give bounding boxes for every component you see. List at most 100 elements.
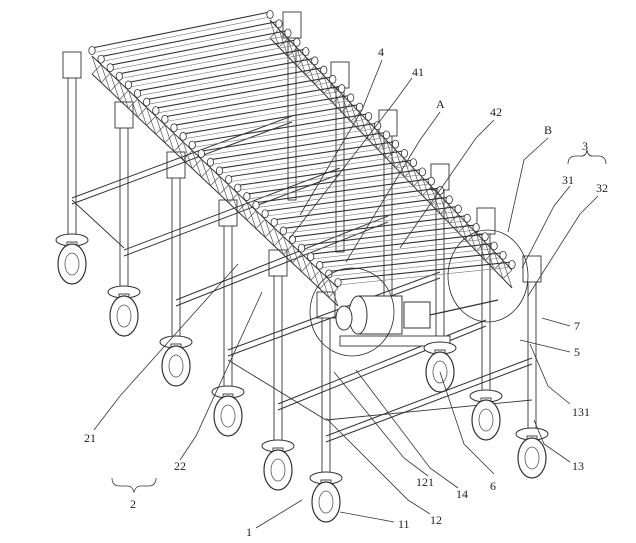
label-2: 2	[130, 497, 136, 511]
roller	[337, 261, 513, 281]
roller	[110, 29, 289, 66]
leg-bracket	[62, 51, 82, 79]
roller-end	[170, 123, 178, 133]
roller-shadow	[155, 81, 333, 114]
leader-13	[533, 419, 571, 463]
scissor-link	[359, 121, 369, 131]
scissor-link	[219, 184, 229, 195]
label-3: 3	[582, 139, 588, 153]
roller-shadow	[119, 44, 297, 80]
roller-end	[270, 217, 278, 227]
leader-21	[93, 263, 239, 431]
roller-end	[143, 97, 151, 107]
drive-motor-assembly	[335, 295, 499, 347]
scissor-link	[422, 186, 432, 196]
frame-rail	[91, 73, 339, 307]
label-5: 5	[574, 345, 580, 359]
label-a: A	[436, 97, 445, 111]
leader-4	[299, 59, 383, 216]
scissor-link	[332, 93, 342, 104]
roller	[137, 57, 315, 92]
leader-12	[325, 417, 431, 515]
roller-end	[481, 232, 489, 242]
scissor-link	[128, 98, 138, 109]
caster-wheel	[213, 395, 243, 437]
roller	[292, 215, 468, 238]
scissor-link	[146, 115, 157, 126]
roller-end	[266, 10, 274, 19]
roller	[155, 76, 333, 109]
roller-shadow	[183, 109, 360, 140]
roller	[146, 67, 324, 101]
caster-hub	[220, 404, 236, 428]
scissor-link	[328, 287, 339, 298]
roller-shadow	[237, 164, 414, 191]
caster-hub	[116, 304, 132, 328]
label-14: 14	[456, 487, 468, 501]
cross-bar	[71, 121, 293, 205]
leader-7	[541, 317, 571, 327]
label-22: 22	[174, 459, 186, 473]
roller-end	[329, 74, 337, 84]
frame-rail	[91, 55, 339, 289]
scissor-link	[350, 112, 360, 122]
scissor-link	[246, 210, 257, 221]
conveyor-frame	[91, 19, 513, 307]
roller-shadow	[110, 35, 288, 71]
roller-shadow	[146, 72, 324, 105]
scissor-link	[319, 279, 330, 290]
roller-end	[307, 252, 315, 262]
scissor-link	[182, 150, 193, 161]
roller-end	[188, 140, 196, 150]
scissor-link	[413, 177, 423, 187]
roller	[210, 131, 387, 161]
caster-hub	[270, 458, 286, 482]
leader-5	[519, 339, 571, 353]
cross-bar	[277, 319, 487, 405]
scissor-link	[296, 56, 307, 67]
roller-end	[418, 167, 426, 177]
label-131: 131	[572, 405, 590, 419]
leg-bracket	[522, 255, 542, 283]
leg-post	[119, 109, 129, 301]
roller-end	[373, 121, 382, 131]
roller	[101, 20, 280, 58]
cross-bar	[175, 221, 389, 307]
roller-end	[124, 80, 133, 90]
roller	[128, 48, 306, 83]
roller	[119, 39, 297, 75]
drive-pulley	[335, 305, 353, 331]
roller	[164, 85, 342, 118]
roller-shadow	[173, 100, 351, 131]
roller-shadow	[301, 229, 477, 251]
roller	[319, 242, 495, 264]
detail-circles	[309, 229, 529, 357]
caster-wheel	[517, 437, 547, 479]
brace-2	[111, 477, 157, 494]
roller-end	[133, 89, 142, 98]
scissor-link	[431, 195, 441, 205]
roller-shadow	[310, 238, 486, 260]
roller-end	[463, 213, 471, 223]
roller-end	[490, 241, 498, 251]
scissor-link	[287, 47, 298, 57]
scissor-link	[237, 201, 248, 212]
roller-end	[197, 149, 205, 159]
leg-bracket	[330, 61, 350, 89]
roller-end	[261, 209, 269, 219]
roller-shadow	[255, 183, 432, 208]
roller-end	[88, 46, 96, 55]
leader-31	[521, 185, 571, 269]
roller-shadow	[328, 257, 504, 277]
caster-wheel	[263, 449, 293, 491]
caster-wheel	[311, 481, 341, 523]
cross-bar	[277, 325, 487, 411]
label-b: B	[544, 123, 552, 137]
label-42: 42	[490, 105, 502, 119]
roller-end	[293, 37, 301, 47]
leader-32	[527, 195, 599, 297]
leg-post	[527, 263, 537, 443]
scissor-link	[228, 193, 239, 204]
leg-bracket	[114, 101, 134, 129]
